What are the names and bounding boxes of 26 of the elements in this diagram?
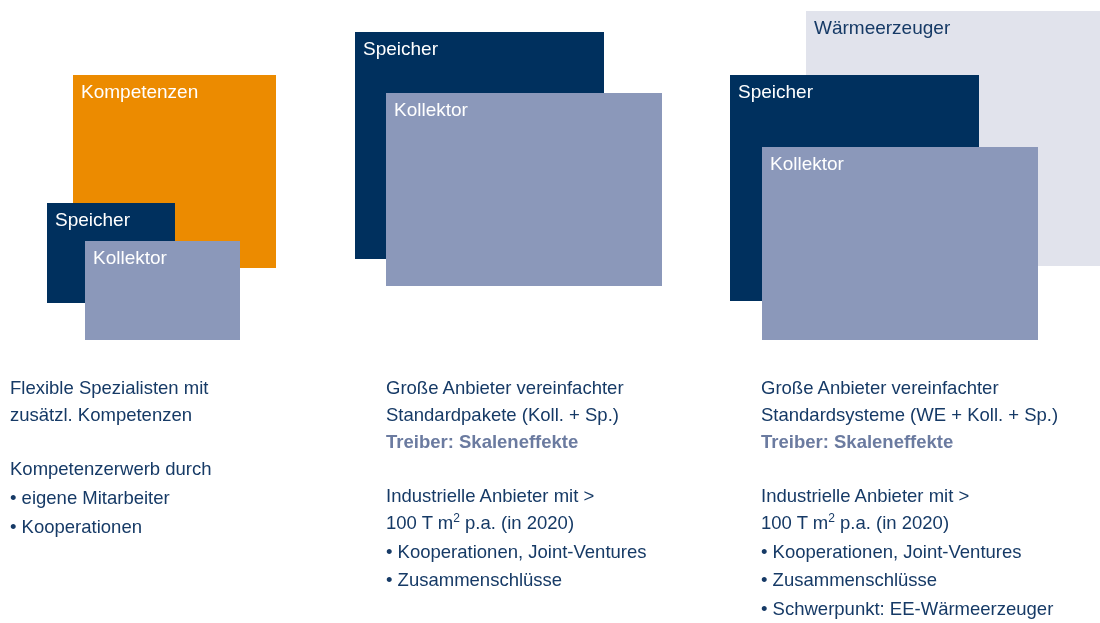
bullet-item: • Schwerpunkt: EE-Wärmeerzeuger	[761, 597, 1055, 621]
description-text: Industrielle Anbieter mit > 100 T m$^{2}$ p.a. (in 2020)	[386, 484, 596, 535]
square-label: Speicher	[738, 81, 813, 103]
collector-panel	[386, 93, 662, 286]
square-label: Speicher	[363, 38, 438, 60]
square-label: Kompetenzen	[81, 81, 199, 103]
collector-panel	[85, 241, 240, 340]
square-label: Wärmeerzeuger	[814, 17, 951, 39]
square-label: Kollektor	[93, 247, 167, 269]
bullet-item: • eigene Mitarbeiter	[10, 486, 171, 510]
bullet-item: • Zusammenschlüsse	[761, 568, 939, 592]
square-label: Kollektor	[770, 153, 844, 175]
driver-note: Treiber: Skaleneffekte	[761, 430, 955, 454]
square-label: Kollektor	[394, 99, 468, 121]
description-text: Industrielle Anbieter mit > 100 T m$^{2}$ p.a. (in 2020)	[761, 484, 971, 535]
description-text: Große Anbieter vereinfachter Standardpakete (Koll. + Sp.)	[386, 376, 625, 427]
description-text: Kompetenzerwerb durch	[10, 457, 213, 481]
square-label: Speicher	[55, 209, 130, 231]
bullet-item: • Kooperationen, Joint-Ventures	[386, 540, 648, 564]
driver-note: Treiber: Skaleneffekte	[386, 430, 580, 454]
bullet-item: • Zusammenschlüsse	[386, 568, 564, 592]
bullet-item: • Kooperationen, Joint-Ventures	[761, 540, 1023, 564]
collector-panel	[762, 147, 1038, 340]
description-text: Große Anbieter vereinfachter Standardsysteme (WE + Koll. + Sp.)	[761, 376, 1060, 427]
description-text: Flexible Spezialisten mit zusätzl. Kompetenzen	[10, 376, 210, 427]
bullet-item: • Kooperationen	[10, 515, 143, 539]
